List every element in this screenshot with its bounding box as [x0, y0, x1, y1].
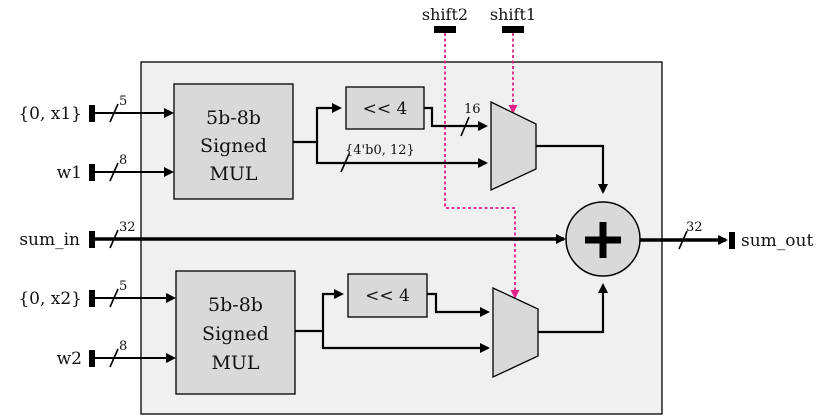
sum-in-bus-slash — [109, 229, 119, 249]
mul-top-line2: Signed — [200, 135, 267, 157]
shift2-control-line — [444, 33, 520, 299]
mul-bottom-out-wire — [295, 289, 344, 333]
w1-bus-width: 8 — [119, 153, 127, 168]
x2-bus-slash — [109, 288, 119, 308]
sum-out-label: sum_out — [741, 231, 813, 251]
w1-port — [89, 164, 95, 181]
sum-out-bus-width: 32 — [686, 220, 703, 235]
mux-top — [490, 100, 537, 192]
mul-bottom-line3: MUL — [211, 352, 259, 374]
shift-top-out-wire — [424, 106, 488, 131]
x1-bus-width: 5 — [119, 94, 127, 109]
sum-in-port — [89, 231, 95, 248]
sum-in-bus-width: 32 — [119, 220, 136, 235]
mux-bottom-out-wire — [538, 283, 608, 334]
mul-bottom-line1: 5b-8b — [208, 294, 263, 316]
sum-in-label: sum_in — [19, 230, 80, 250]
mul-top-out-wire — [293, 103, 342, 144]
shift-bottom-out-wire — [427, 292, 490, 317]
mul-bottom-line2: Signed — [202, 323, 269, 345]
x2-port — [89, 290, 95, 307]
mul-bottom-block — [175, 270, 296, 395]
w2-bus-slash — [109, 348, 119, 368]
x1-port — [89, 105, 95, 122]
shift2-label: shift2 — [422, 5, 468, 24]
x2-label: {0, x2} — [18, 289, 82, 309]
x1-label: {0, x1} — [18, 104, 82, 124]
mux-top-bus-slash — [460, 116, 470, 137]
x2-bus-width: 5 — [119, 279, 127, 294]
pad-bus-slash — [340, 153, 350, 173]
mux-top-out-wire — [536, 144, 608, 194]
mul-bottom-bypass-wire — [321, 331, 490, 353]
mux-bottom — [492, 286, 539, 379]
shift2-port — [434, 26, 456, 33]
pad-annotation: {4'b0, 12} — [345, 143, 415, 158]
mul-top-bypass-wire — [315, 142, 488, 168]
w2-port — [89, 350, 95, 367]
shift-bottom-label: << 4 — [365, 286, 410, 306]
shift-top-block — [345, 86, 425, 130]
mul-top-line1: 5b-8b — [206, 107, 261, 129]
mux-top-bus-width: 16 — [464, 102, 481, 117]
shift-bottom-block — [347, 273, 428, 318]
mul-top-block — [173, 83, 294, 200]
mul-top-line3: MUL — [209, 163, 257, 185]
w2-bus-width: 8 — [119, 339, 127, 354]
shift-top-label: << 4 — [363, 99, 408, 119]
shift1-port — [502, 26, 524, 33]
sum-out-bus-slash — [678, 230, 688, 250]
sum-out-port — [729, 232, 735, 249]
x1-bus-slash — [109, 103, 119, 123]
w1-bus-slash — [109, 162, 119, 182]
w2-label: w2 — [57, 349, 82, 369]
w1-label: w1 — [57, 163, 82, 183]
shift1-label: shift1 — [490, 5, 536, 24]
